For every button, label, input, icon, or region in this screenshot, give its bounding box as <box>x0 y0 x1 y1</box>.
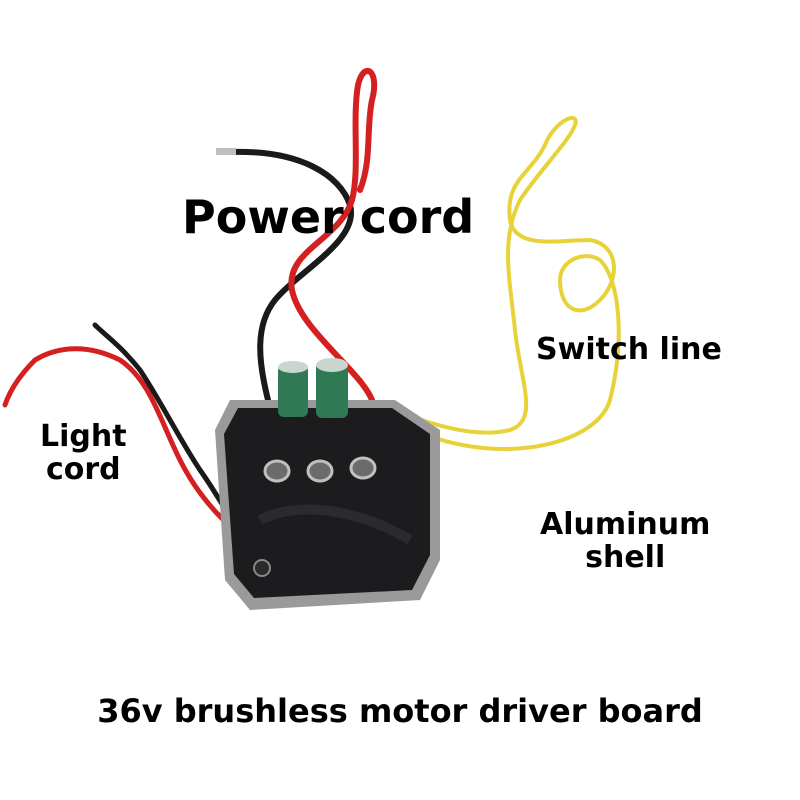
switch-line-label: Switch line <box>536 332 722 367</box>
light-cord-label-line2: cord <box>45 452 121 487</box>
driver-board <box>224 408 430 598</box>
caption: 36v brushless motor driver board <box>97 692 703 730</box>
solder-pads <box>263 456 377 483</box>
light-cord-red-wire <box>2 346 263 553</box>
aluminum-shell-label-line1: Aluminum <box>540 507 711 542</box>
light-cord-label-line1: Light <box>40 419 127 454</box>
wire-tip <box>216 148 236 155</box>
power-cord-black-wire <box>229 148 355 403</box>
aluminum-shell-label-line2: shell <box>585 540 666 575</box>
light-cord-label: Light cord <box>40 420 127 486</box>
power-cord-red-wire <box>288 68 378 403</box>
board-reflection <box>257 504 413 545</box>
capacitor-left <box>278 361 308 417</box>
capacitor-right <box>316 358 348 418</box>
aluminum-shell-label: Aluminum shell <box>540 508 710 574</box>
power-cord-label: Power cord <box>182 190 475 244</box>
light-cord-entry <box>253 559 271 577</box>
switch-line-wire <box>378 116 621 451</box>
